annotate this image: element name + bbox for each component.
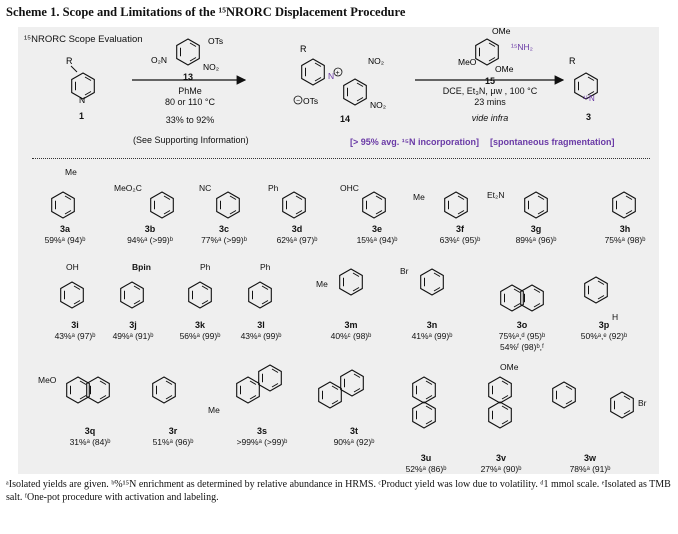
yield-3n: 41%ᵃ (99)ᵇ (411, 331, 453, 341)
yield-3h: 75%ᵃ (98)ᵇ (604, 235, 646, 245)
sub-3w: Br (638, 398, 647, 408)
yield-3q: 31%ᵃ (84)ᵇ (69, 437, 111, 447)
label-15: 15 (485, 76, 496, 86)
sub-3f: Me (413, 192, 425, 202)
sub-3k: Ph (200, 262, 211, 272)
scheme-panel (18, 27, 659, 474)
see-si: (See Supporting Information) (133, 135, 249, 145)
label-13: 13 (183, 72, 194, 82)
id-3m: 3m (344, 320, 358, 330)
cond2-line1: DCE, Et₃N, μw , 100 °C (442, 86, 538, 96)
yield-3s: >99%ᵃ (>99)ᵇ (236, 437, 288, 447)
id-3i: 3i (71, 320, 79, 330)
yield-3p: 50%ᵃ,ᵉ (92)ᵇ (580, 331, 628, 341)
yield-3c: 77%ᵃ (>99)ᵇ (201, 235, 247, 245)
id-3u: 3u (420, 453, 432, 463)
id-3p: 3p (598, 320, 610, 330)
id-3l: 3l (257, 320, 265, 330)
id-3g: 3g (530, 224, 542, 234)
cond1-line2: 80 or 110 °C (165, 97, 215, 107)
id-3s: 3s (256, 426, 267, 436)
yield-3m: 40%ᶜ (98)ᵇ (330, 331, 372, 341)
id-3k: 3k (194, 320, 205, 330)
yield-3r: 51%ᵃ (96)ᵇ (152, 437, 194, 447)
sub-3c: NC (199, 183, 212, 193)
sub-3a: Me (65, 167, 77, 177)
yield-3u: 52%ᵃ (86)ᵇ (405, 464, 447, 474)
vide-infra: vide infra (471, 113, 509, 123)
yield-3v: 27%ᵃ (90)ᵇ (480, 464, 522, 474)
sub-3d: Ph (268, 183, 279, 193)
yield-3b: 94%ᵃ (>99)ᵇ (127, 235, 173, 245)
sub-3b: MeO₂C (114, 183, 142, 193)
cond2-line2: 23 mins (474, 97, 506, 107)
yield-3t: 90%ᵃ (92)ᵇ (333, 437, 375, 447)
yield-3k: 56%ᵃ (99)ᵇ (179, 331, 221, 341)
label-1: 1 (79, 111, 85, 121)
id-3r: 3r (168, 426, 178, 436)
fragmentation-note: [spontaneous fragmentation] (490, 137, 615, 147)
id-3q: 3q (84, 426, 96, 436)
yield-3e: 15%ᵃ (94)ᵇ (356, 235, 398, 245)
scheme-caption: Scheme 1. Scope and Limitations of the ¹… (6, 5, 406, 19)
incorporation-note: [> 95% avg. ¹⁵N incorporation] (350, 137, 479, 147)
id-3j: 3j (129, 320, 137, 330)
sub-3r: Me (208, 405, 220, 415)
id-3a: 3a (59, 224, 70, 234)
dotted-divider (32, 158, 650, 159)
sub-3l: Ph (260, 262, 271, 272)
cond1-line1: PhMe (178, 86, 202, 96)
yield-3o-onepot: 54%ᶠ (98)ᵇ,ᶠ (500, 342, 544, 352)
sub-3j: Bpin (132, 262, 151, 272)
id-3o: 3o (516, 320, 528, 330)
yield-3l: 43%ᵃ (99)ᵇ (240, 331, 282, 341)
yield-3f: 63%ᶜ (95)ᵇ (439, 235, 481, 245)
id-3w: 3w (583, 453, 596, 463)
yield-3i: 43%ᵃ (97)ᵇ (54, 331, 96, 341)
sub-3v: OMe (500, 362, 519, 372)
id-3h: 3h (619, 224, 631, 234)
footnote: ᵃIsolated yields are given. ᵇ%¹⁵N enrich… (6, 479, 671, 503)
sub-3q: MeO (38, 375, 57, 385)
sub-3e: OHC (340, 183, 359, 193)
yield-3g: 89%ᵃ (96)ᵇ (515, 235, 557, 245)
id-3v: 3v (495, 453, 506, 463)
label-14: 14 (340, 114, 351, 124)
label-3: 3 (586, 112, 592, 122)
scope-title: ¹⁵NRORC Scope Evaluation (24, 34, 143, 45)
sub-3n: Br (400, 266, 409, 276)
yield-3d: 62%ᵃ (97)ᵇ (276, 235, 318, 245)
yield-3o: 75%ᵃ,ᵈ (95)ᵇ (498, 331, 546, 341)
id-3f: 3f (455, 224, 464, 234)
yield-3j: 49%ᵃ (91)ᵇ (112, 331, 154, 341)
sub-3m: Me (316, 279, 328, 289)
sub-3g: Et₂N (487, 190, 505, 200)
yield-3a: 59%ᵃ (94)ᵇ (44, 235, 86, 245)
id-3e: 3e (371, 224, 382, 234)
id-3t: 3t (349, 426, 358, 436)
cond1-yield: 33% to 92% (165, 115, 215, 125)
yield-3w: 78%ᵃ (91)ᵇ (569, 464, 611, 474)
id-3d: 3d (291, 224, 303, 234)
id-3b: 3b (144, 224, 156, 234)
id-3c: 3c (218, 224, 229, 234)
sub-3i: OH (66, 262, 79, 272)
sub-3p: H (612, 312, 619, 322)
id-3n: 3n (426, 320, 438, 330)
